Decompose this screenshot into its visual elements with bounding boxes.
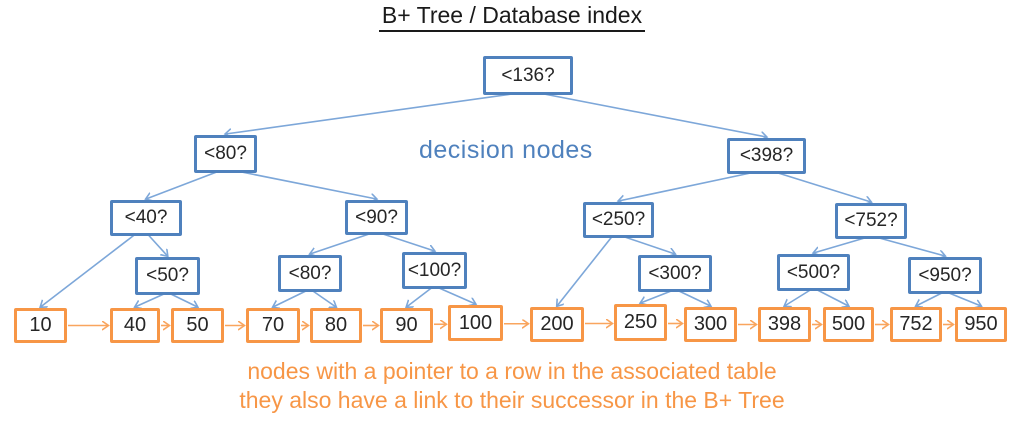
tree-edge (241, 171, 377, 199)
decision-node-100: <100? (402, 252, 467, 289)
leaf-node-300: 300 (684, 307, 737, 342)
decision-node-752: <752? (835, 203, 907, 239)
leaf-node-950: 950 (955, 307, 1007, 342)
leaf-annotation-line2: they also have a link to their successor… (239, 387, 785, 413)
tree-edge (619, 172, 751, 201)
tree-edge (543, 93, 767, 137)
decision-node-398: <398? (727, 138, 806, 174)
leaf-node-500: 500 (823, 307, 874, 342)
tree-edge (641, 290, 672, 303)
tree-edge (382, 233, 435, 251)
page-title: B+ Tree / Database index (0, 2, 1024, 32)
decision-node-300: <300? (638, 255, 712, 292)
tree-edge (777, 172, 871, 202)
decision-nodes-annotation: decision nodes (419, 136, 593, 164)
tree-edge (41, 234, 135, 307)
tree-edge (814, 237, 865, 253)
page-title-text: B+ Tree / Database index (378, 2, 646, 32)
tree-edge (557, 236, 613, 306)
tree-edge (948, 292, 981, 306)
decision-node-80b: <80? (278, 255, 342, 292)
tree-edge (312, 290, 336, 307)
tree-edge (226, 93, 513, 134)
decision-node-500: <500? (777, 254, 850, 291)
tree-edge (678, 290, 711, 306)
decision-node-50: <50? (135, 257, 200, 295)
leaf-annotation-line1: nodes with a pointer to a row in the ass… (247, 358, 777, 384)
leaf-nodes-annotation: nodes with a pointer to a row in the ass… (0, 357, 1024, 415)
decision-node-250: <250? (583, 202, 654, 238)
tree-edge (273, 290, 307, 307)
leaf-node-40: 40 (110, 308, 160, 343)
tree-edge (624, 236, 675, 254)
decision-node-136: <136? (483, 56, 573, 95)
tree-edge (310, 233, 370, 254)
tree-edge (135, 293, 165, 307)
leaf-node-752: 752 (890, 307, 942, 342)
tree-edge (438, 287, 475, 304)
leaf-node-50: 50 (171, 308, 224, 343)
leaf-node-398: 398 (758, 307, 811, 342)
tree-edge (407, 287, 432, 307)
decision-node-90: <90? (345, 200, 408, 235)
tree-edge (785, 289, 811, 306)
leaf-node-250: 250 (614, 304, 667, 341)
leaf-node-80: 80 (310, 308, 362, 343)
leaf-node-70: 70 (246, 308, 300, 343)
tree-edge (817, 289, 848, 306)
leaf-node-10: 10 (14, 308, 67, 343)
tree-edge (170, 293, 198, 307)
tree-edge (879, 237, 945, 256)
decision-node-40: <40? (110, 200, 182, 236)
leaf-node-200: 200 (530, 307, 584, 342)
tree-edge (147, 234, 167, 256)
leaf-node-100: 100 (448, 305, 503, 341)
leaf-node-90: 90 (380, 308, 433, 343)
tree-edge (916, 292, 943, 306)
decision-node-950: <950? (908, 257, 982, 294)
decision-node-80: <80? (194, 135, 257, 173)
tree-edge (146, 171, 217, 199)
